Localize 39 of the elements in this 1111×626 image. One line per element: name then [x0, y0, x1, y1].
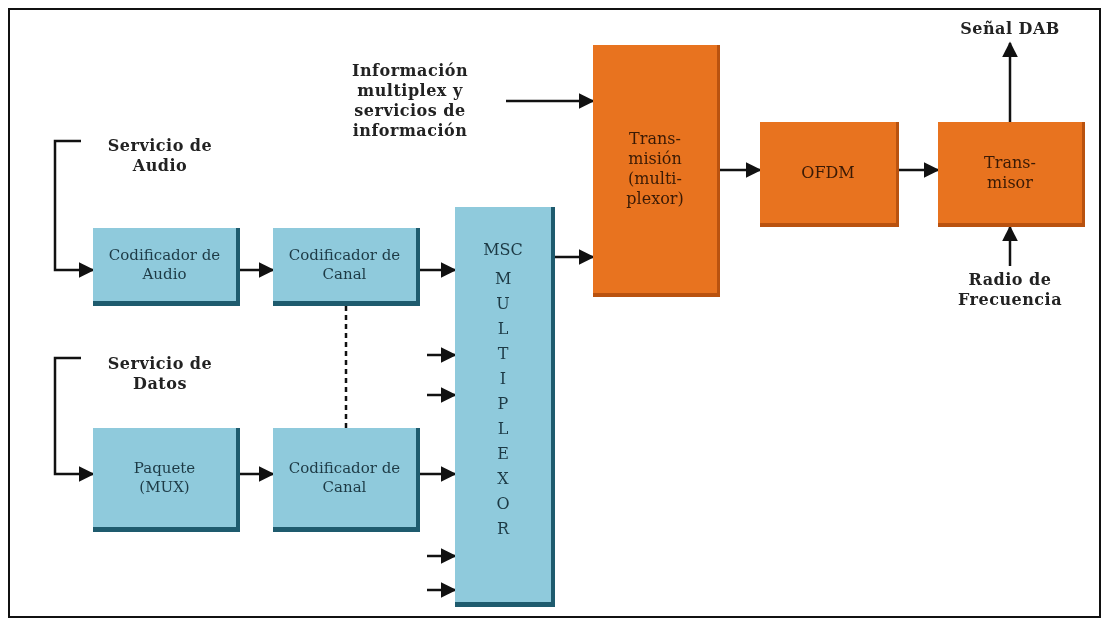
arrow — [427, 387, 457, 403]
arrow — [53, 356, 95, 482]
box-label: Trans- misor — [983, 152, 1037, 193]
box-label: Trans- misión (multi- plexor) — [625, 129, 685, 209]
arrow — [427, 548, 457, 564]
box-label: OFDM — [801, 162, 855, 183]
input-label: Señal DAB — [960, 19, 1060, 39]
input-label: Información multiplex y servicios de información — [351, 61, 469, 141]
arrow — [720, 162, 762, 178]
process-box — [93, 428, 240, 532]
process-box — [760, 122, 899, 227]
multiplexer-label: MSC — [483, 239, 523, 261]
input-label: Servicio de Audio — [106, 136, 214, 176]
box-label: Codificador de Canal — [287, 458, 402, 497]
process-box — [93, 228, 240, 306]
input-label: Radio de Frecuencia — [956, 270, 1064, 310]
arrow — [53, 139, 95, 278]
arrow — [420, 466, 457, 482]
arrow — [899, 162, 940, 178]
multiplexer-box — [455, 207, 555, 607]
arrow — [240, 262, 275, 278]
arrow — [427, 347, 457, 363]
process-box — [273, 428, 420, 532]
process-box — [593, 45, 720, 297]
arrow — [1002, 41, 1018, 122]
process-box — [938, 122, 1085, 227]
arrow — [555, 249, 595, 265]
arrow — [240, 466, 275, 482]
multiplexer-label: MULTIPLEXOR — [495, 268, 511, 540]
box-label: Codificador de Audio — [107, 245, 222, 284]
arrow — [506, 93, 595, 109]
input-label: Servicio de Datos — [106, 354, 214, 394]
dashed-connector — [344, 306, 348, 428]
process-box — [273, 228, 420, 306]
arrow — [420, 262, 457, 278]
arrow — [427, 582, 457, 598]
arrow — [1002, 225, 1018, 266]
box-label: Codificador de Canal — [287, 245, 402, 284]
box-label: Paquete (MUX) — [132, 458, 197, 497]
